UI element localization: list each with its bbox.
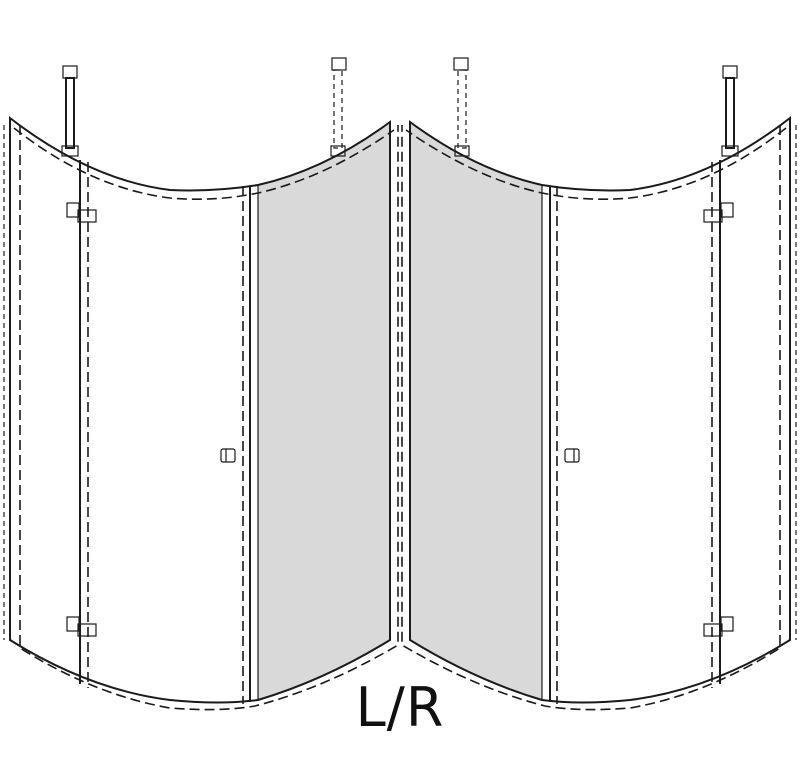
door-outline-dashed-left xyxy=(19,125,399,711)
door-frame-left xyxy=(9,115,391,704)
door-frame-right xyxy=(409,115,791,704)
door-outline-dashed-right xyxy=(401,125,781,711)
door-knob-icon xyxy=(220,448,236,463)
hinge-icon xyxy=(703,202,734,223)
door-knob-icon xyxy=(564,448,580,463)
enclosure-left xyxy=(3,57,399,711)
ceiling-support-rod-icon xyxy=(330,57,347,157)
hinge-icon xyxy=(703,616,734,637)
orientation-caption: L/R xyxy=(355,676,445,739)
ceiling-support-rod-icon xyxy=(453,57,470,157)
hinge-icon xyxy=(66,616,97,637)
enclosure-right xyxy=(401,57,797,711)
top-edge-dashed-right xyxy=(405,127,787,201)
fixed-glass-panel-right xyxy=(410,122,542,700)
ceiling-support-rod-icon xyxy=(721,65,739,157)
ceiling-support-rod-icon xyxy=(61,65,79,157)
hinge-icon xyxy=(66,202,97,223)
top-edge-dashed-left xyxy=(13,127,395,201)
fixed-glass-panel-left xyxy=(258,122,390,700)
